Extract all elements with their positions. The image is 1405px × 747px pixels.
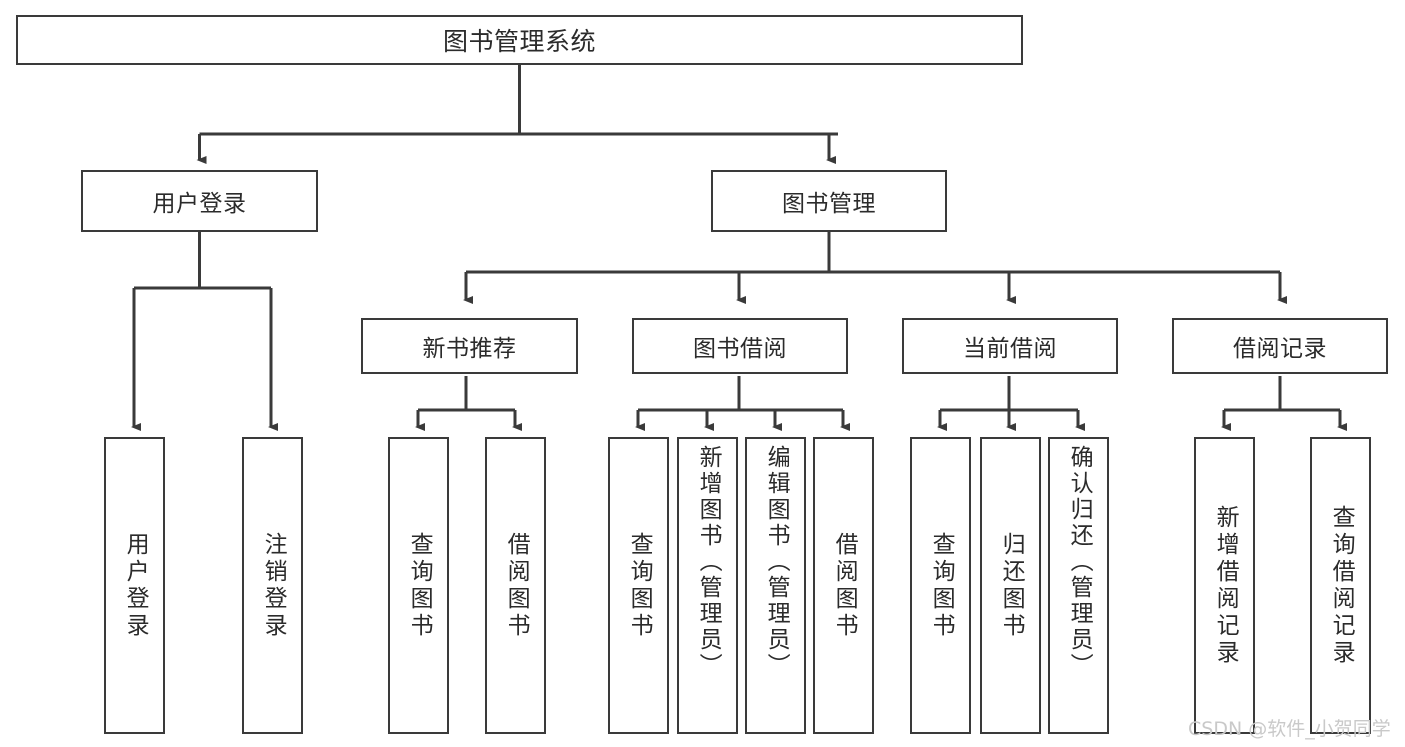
node-leaf-confirm-return-admin-label: 确认归还（管理员） [1066,445,1093,679]
node-leaf-add-borrow-record[interactable]: 新增借阅记录 [1194,437,1255,734]
node-user-login-label: 用户登录 [152,191,247,217]
node-leaf-query-borrow-record-label: 查询借阅记录 [1328,504,1355,667]
node-book-borrow-label: 图书借阅 [693,336,787,362]
node-leaf-return-book[interactable]: 归还图书 [980,437,1041,734]
node-leaf-borrow-book-1[interactable]: 借阅图书 [485,437,546,734]
node-user-login[interactable]: 用户登录 [81,170,318,232]
node-leaf-edit-book-admin[interactable]: 编辑图书（管理员） [745,437,806,734]
node-leaf-logout[interactable]: 注销登录 [242,437,303,734]
node-leaf-query-book-2-label: 查询图书 [626,531,653,640]
node-borrow-records-label: 借阅记录 [1233,336,1327,362]
node-current-borrow[interactable]: 当前借阅 [902,318,1118,374]
node-leaf-user-login-label: 用户登录 [122,531,149,640]
node-leaf-user-login[interactable]: 用户登录 [104,437,165,734]
node-new-book-recommend[interactable]: 新书推荐 [361,318,578,374]
node-book-management[interactable]: 图书管理 [711,170,947,232]
node-leaf-query-book-3-label: 查询图书 [928,531,955,640]
node-leaf-borrow-book-2-label: 借阅图书 [831,531,858,640]
node-current-borrow-label: 当前借阅 [963,336,1057,362]
node-book-borrow[interactable]: 图书借阅 [632,318,848,374]
node-leaf-add-book-admin[interactable]: 新增图书（管理员） [677,437,738,734]
node-leaf-borrow-book-2[interactable]: 借阅图书 [813,437,874,734]
node-new-book-recommend-label: 新书推荐 [422,336,517,362]
node-borrow-records[interactable]: 借阅记录 [1172,318,1388,374]
node-leaf-return-book-label: 归还图书 [998,531,1025,640]
node-leaf-edit-book-admin-label: 编辑图书（管理员） [763,445,790,679]
node-leaf-query-book-3[interactable]: 查询图书 [910,437,971,734]
node-leaf-add-borrow-record-label: 新增借阅记录 [1212,504,1239,667]
node-leaf-borrow-book-1-label: 借阅图书 [503,531,530,640]
node-leaf-query-book-1[interactable]: 查询图书 [388,437,449,734]
node-leaf-logout-label: 注销登录 [260,531,287,640]
node-root-label: 图书管理系统 [442,27,596,56]
node-leaf-query-book-2[interactable]: 查询图书 [608,437,669,734]
node-leaf-confirm-return-admin[interactable]: 确认归还（管理员） [1048,437,1109,734]
node-leaf-add-book-admin-label: 新增图书（管理员） [695,445,722,679]
node-leaf-query-book-1-label: 查询图书 [406,531,433,640]
node-root[interactable]: 图书管理系统 [16,15,1023,65]
node-book-management-label: 图书管理 [782,191,876,217]
node-leaf-query-borrow-record[interactable]: 查询借阅记录 [1310,437,1371,734]
